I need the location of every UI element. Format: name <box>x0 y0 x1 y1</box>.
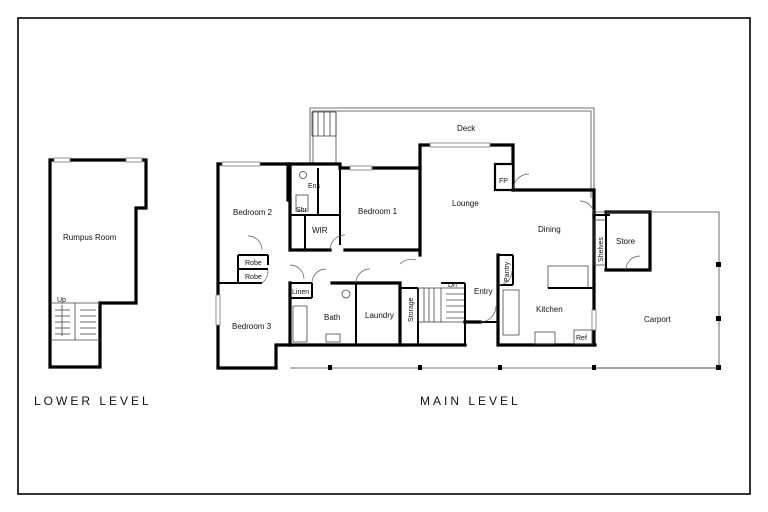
room-label-kitchen: Kitchen <box>536 305 563 314</box>
room-label-lounge: Lounge <box>452 199 479 208</box>
room-label-deck: Deck <box>457 124 476 133</box>
page-frame <box>17 17 751 495</box>
room-label-rumpus: Rumpus Room <box>63 233 117 242</box>
level-title-lower: LOWER LEVEL <box>34 394 152 408</box>
room-label-ens: Ens <box>308 183 321 190</box>
lower-level-plan: Rumpus Room Up <box>48 157 148 369</box>
room-label-dining: Dining <box>538 225 561 234</box>
room-label-storage: Storage <box>408 297 415 322</box>
fireplace-label-fp: FP <box>499 178 508 185</box>
stair-label-up: Up <box>57 297 66 304</box>
room-label-store: Store <box>616 237 636 246</box>
room-label-bath: Bath <box>324 313 340 322</box>
stair-lower <box>50 302 100 341</box>
room-label-bedroom2: Bedroom 2 <box>233 208 273 217</box>
room-label-carport: Carport <box>644 315 671 324</box>
room-label-robe-1: Robe <box>245 260 262 267</box>
room-label-robe-2: Robe <box>245 274 262 281</box>
main-level-plan <box>215 107 721 370</box>
room-label-pantry: Pantry <box>504 261 511 282</box>
stair-main <box>417 282 466 345</box>
level-title-main: MAIN LEVEL <box>420 394 521 408</box>
room-label-shr: Shr <box>296 207 308 214</box>
room-label-bedroom1: Bedroom 1 <box>358 207 398 216</box>
room-label-ref: Ref <box>576 335 587 342</box>
room-label-laundry: Laundry <box>365 311 394 320</box>
room-label-linen: Linen <box>292 289 309 296</box>
stair-label-dn: Dn <box>448 282 457 289</box>
room-label-shelves: Shelves <box>598 237 605 262</box>
fireplace <box>493 162 515 192</box>
room-label-wir: WIR <box>312 226 328 235</box>
room-label-entry: Entry <box>474 287 493 296</box>
room-label-bedroom3: Bedroom 3 <box>232 322 272 331</box>
